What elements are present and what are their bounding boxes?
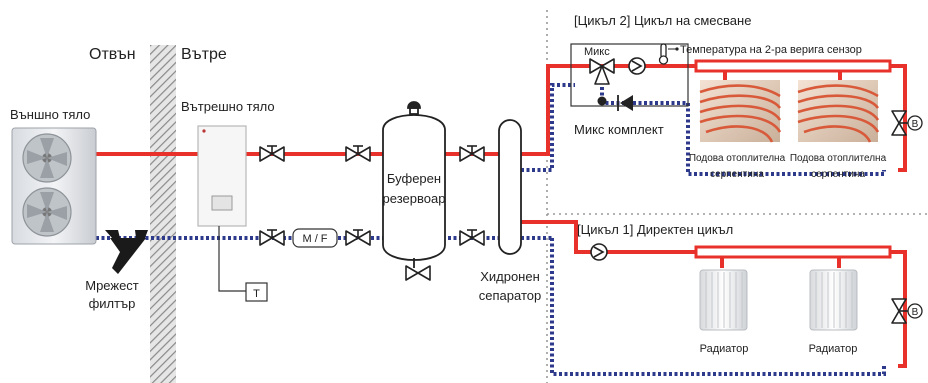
pump-icon [591,244,607,260]
outside-label: Отвън [89,46,136,63]
floor-heating-coil [798,80,878,142]
three-way-mix-valve-icon [590,59,614,84]
mix-supply-header [696,61,890,71]
radiator [700,270,747,330]
pump-icon [629,58,645,74]
inside-label: Вътре [181,46,227,63]
buffer-tank-label: Буферен [387,171,441,186]
radiator-label: Радиатор [700,343,749,355]
outdoor-unit [12,128,96,244]
hydronic-separator [499,120,521,254]
thermostat-label: T [253,288,260,300]
valve-icon [460,230,484,245]
b-symbol-label: B [912,119,919,130]
junction-dot [598,97,607,106]
fan-icon [23,188,71,236]
floor-coil-label: серпентина [811,169,865,180]
mf-label: M / F [302,233,327,245]
mix-kit-label: Микс комплект [574,122,664,137]
mix-cycle-title: [Цикъл 2] Цикъл на смесване [574,13,751,28]
floor-coil-label: Подова отоплителна [790,153,887,164]
direct-cycle-title: [Цикъл 1] Директен цикъл [577,222,733,237]
floor-coil-label: Подова отоплителна [689,153,786,164]
fan-icon [23,134,71,182]
valve-icon [346,230,370,245]
strainer-label: Мрежест [85,278,139,293]
mix-label: Микс [584,46,610,58]
floor-heating-coil [700,80,780,142]
radiator [810,270,857,330]
buffer-tank-label: резервоар [383,191,446,206]
valve-icon [260,146,284,161]
separator-label: сепаратор [479,288,541,303]
outdoor-unit-label: Външно тяло [10,107,90,122]
valve-icon [406,266,430,280]
b-symbol-label: B [912,307,919,318]
thermometer-icon [660,44,668,64]
separator-label: Хидронен [480,269,540,284]
valve-icon [346,146,370,161]
indoor-unit-label: Вътрешно тяло [181,99,275,114]
wall [150,45,176,383]
valve-icon [460,146,484,161]
valve-icon [260,230,284,245]
floor-coil-label: серпентина [710,169,764,180]
check-valve-icon [618,95,633,111]
temp-sensor-label: Температура на 2-ра верига сензор [680,44,862,56]
strainer-label: филтър [89,296,136,311]
radiator-label: Радиатор [809,343,858,355]
direct-supply-header [696,247,890,257]
